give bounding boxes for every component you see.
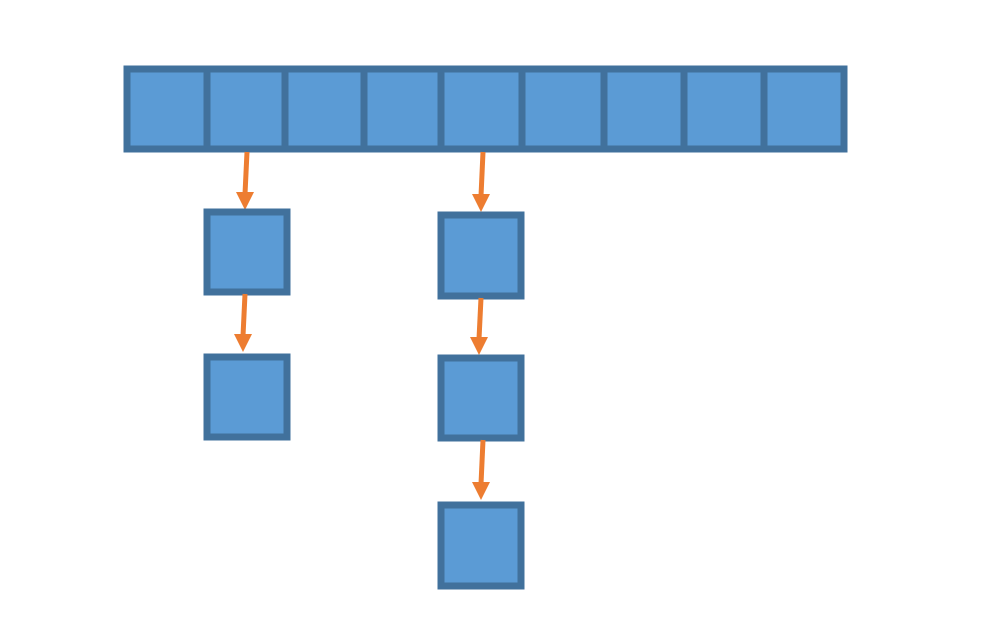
arrow-line bbox=[478, 439, 486, 485]
chain-node bbox=[437, 354, 525, 442]
arrow-head bbox=[470, 337, 488, 355]
arrow-line bbox=[240, 293, 248, 337]
chain-left bbox=[203, 151, 291, 441]
chain-node bbox=[437, 501, 525, 590]
arrow-line bbox=[478, 151, 486, 197]
bucket-cell bbox=[360, 65, 445, 153]
arrow-head bbox=[234, 334, 252, 352]
bucket-cell bbox=[437, 65, 526, 153]
chain-node bbox=[203, 208, 291, 296]
bucket-cell bbox=[123, 65, 211, 153]
bucket-cell bbox=[281, 65, 368, 153]
arrow-head bbox=[472, 194, 490, 212]
chain-right bbox=[437, 151, 525, 590]
bucket-cell bbox=[760, 65, 848, 153]
bucket-cell bbox=[203, 65, 289, 153]
arrow-line bbox=[476, 297, 484, 340]
chain-node bbox=[437, 211, 525, 300]
arrow-head bbox=[236, 192, 254, 210]
bucket-array bbox=[123, 65, 848, 153]
bucket-cell bbox=[600, 65, 688, 153]
bucket-cell bbox=[680, 65, 768, 153]
arrow-line bbox=[242, 151, 250, 195]
bucket-cell bbox=[518, 65, 608, 153]
arrow-head bbox=[472, 482, 490, 500]
chain-node bbox=[203, 353, 291, 441]
